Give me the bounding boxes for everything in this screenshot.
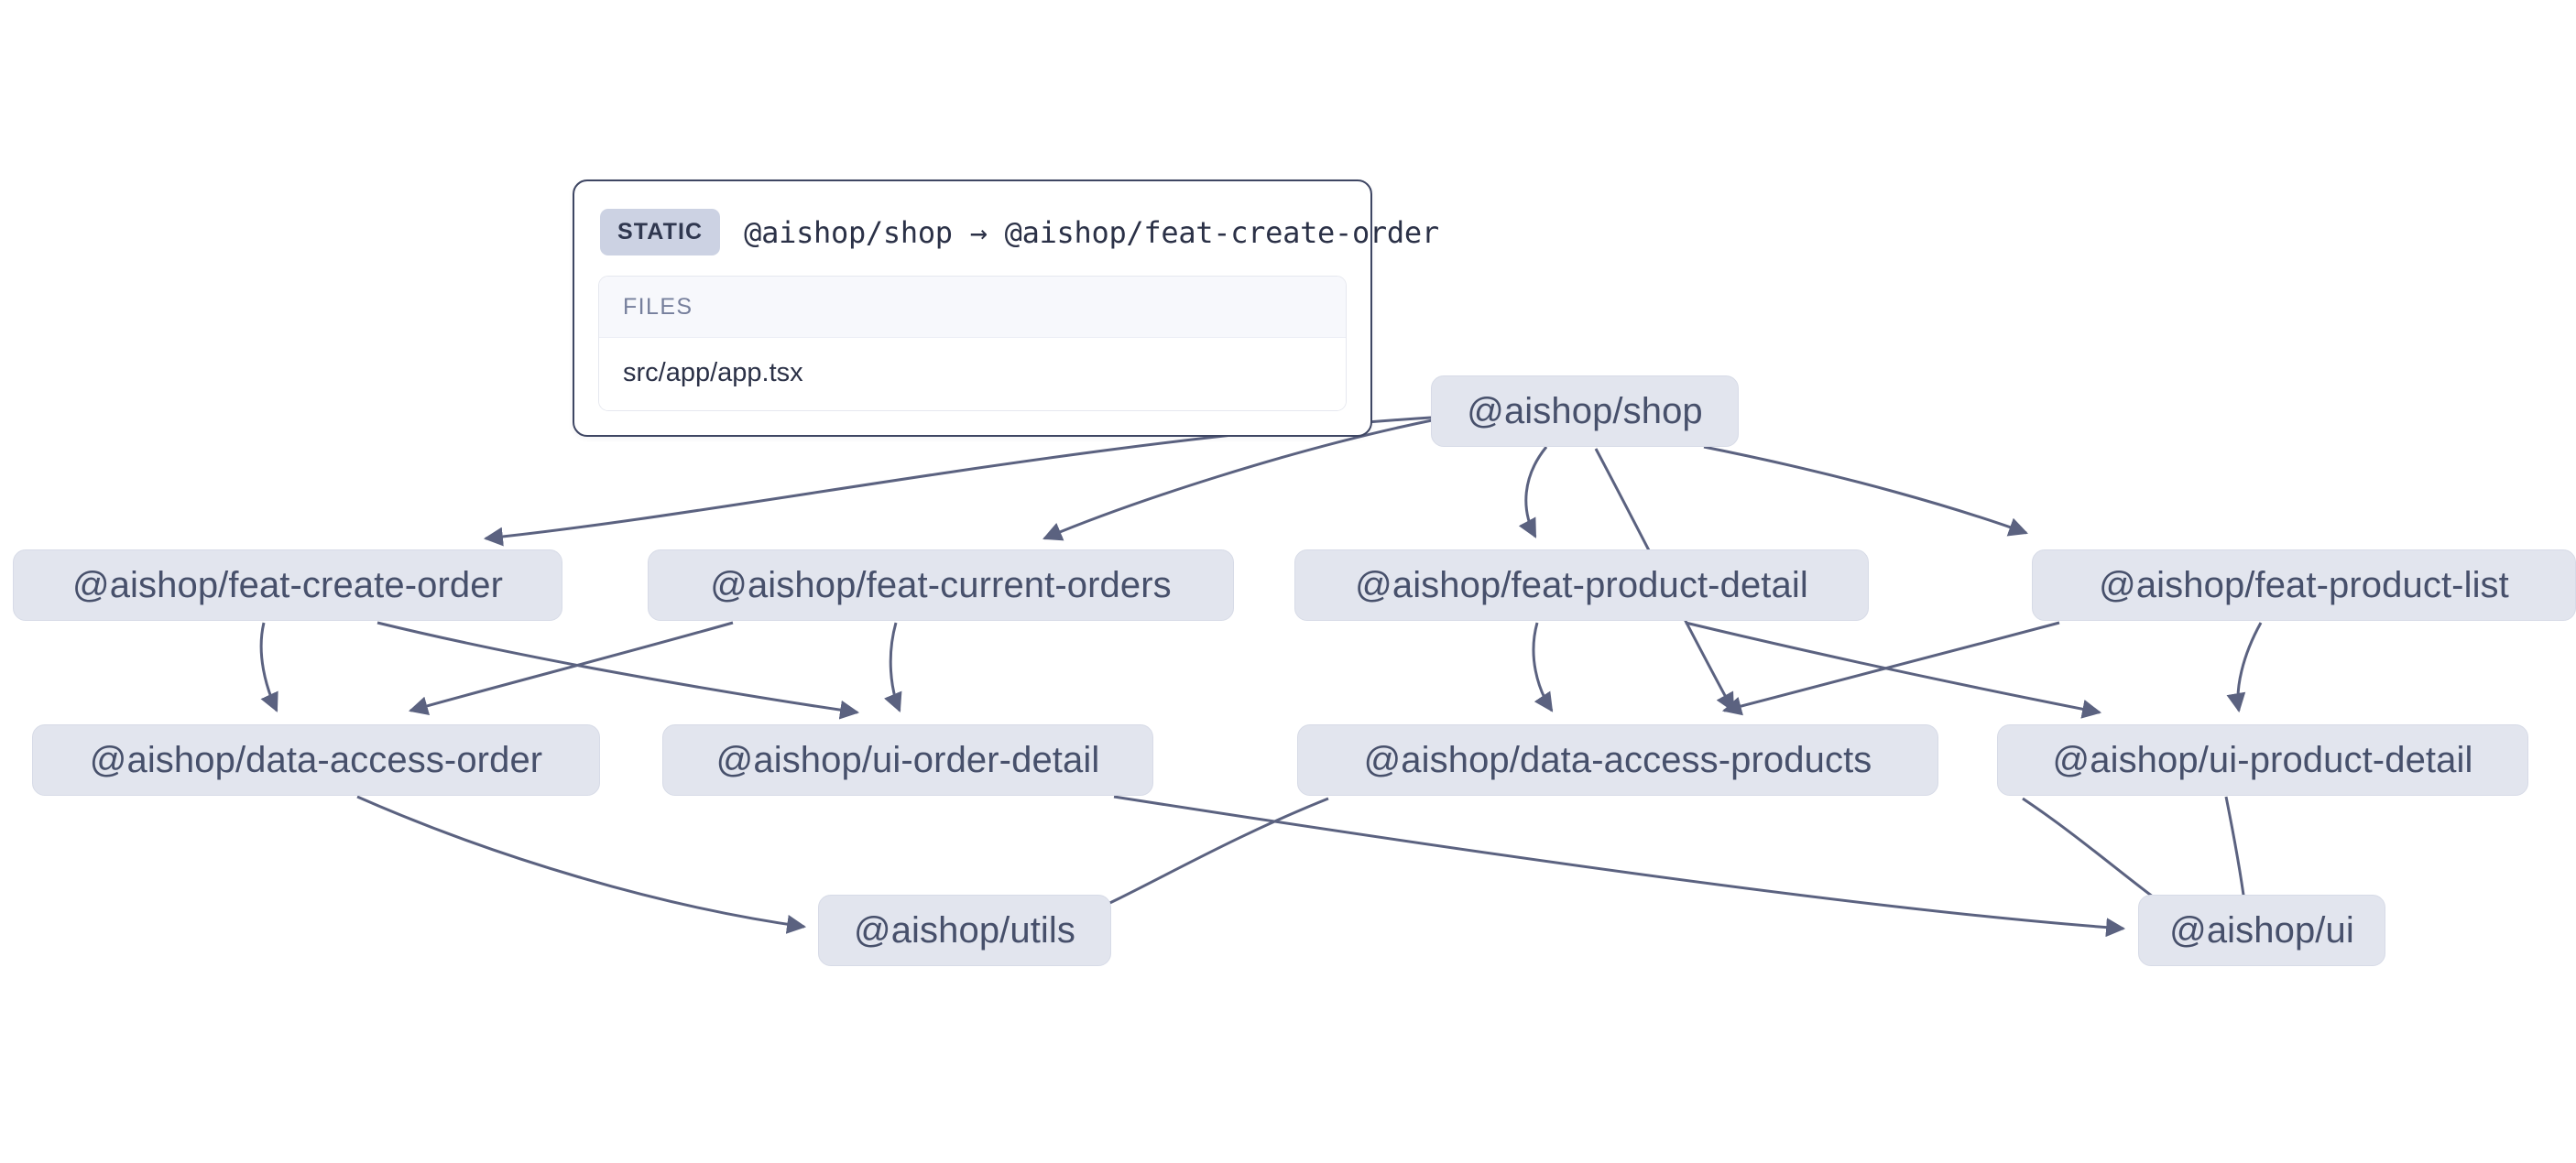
edge-data-access-products-to-utils: [1075, 797, 1329, 920]
graph-node-label: @aishop/data-access-order: [89, 740, 543, 780]
graph-node-label: @aishop/ui: [2169, 910, 2354, 951]
graph-node-label: @aishop/shop: [1467, 391, 1703, 431]
graph-node-label: @aishop/ui-product-detail: [2052, 740, 2473, 780]
graph-node-utils[interactable]: @aishop/utils: [818, 895, 1111, 966]
edge-feat-product-detail-to-ui-product-detail: [1685, 621, 2102, 719]
edge-detail-card[interactable]: STATIC @aishop/shop → @aishop/feat-creat…: [573, 179, 1439, 437]
graph-node-ui-product-detail[interactable]: @aishop/ui-product-detail: [1997, 724, 2528, 796]
graph-node-label: @aishop/data-access-products: [1363, 740, 1872, 780]
graph-node-ui[interactable]: @aishop/ui: [2138, 895, 2385, 966]
edge-feat-current-orders-to-ui-order-detail: [884, 622, 902, 712]
files-panel-header: FILES: [599, 277, 1346, 338]
edge-shop-to-feat-current-orders: [1042, 418, 1437, 541]
edge-shop-to-feat-product-list: [1703, 445, 2028, 537]
graph-node-label: @aishop/utils: [853, 910, 1076, 951]
edge-feat-create-order-to-ui-order-detail: [377, 621, 860, 720]
graph-node-label: @aishop/feat-product-list: [2099, 565, 2509, 605]
graph-node-label: @aishop/feat-create-order: [72, 565, 503, 605]
graph-node-data-access-products[interactable]: @aishop/data-access-products: [1297, 724, 1938, 796]
edge-feat-product-list-to-ui-product-detail: [2226, 622, 2263, 713]
files-list-item: src/app/app.tsx: [599, 338, 1346, 410]
edge-ui-order-detail-to-ui: [1113, 795, 2126, 938]
edge-feat-current-orders-to-data-access-order: [408, 621, 734, 715]
edge-feat-product-list-to-data-access-products: [1721, 621, 2060, 716]
graph-node-feat-create-order[interactable]: @aishop/feat-create-order: [13, 549, 562, 621]
graph-node-feat-product-detail[interactable]: @aishop/feat-product-detail: [1294, 549, 1869, 621]
files-list: src/app/app.tsx: [599, 338, 1346, 410]
graph-node-feat-current-orders[interactable]: @aishop/feat-current-orders: [648, 549, 1234, 621]
edge-data-access-order-to-utils: [356, 795, 807, 934]
edge-feat-product-detail-to-data-access-products: [1532, 622, 1554, 712]
edge-feat-create-order-to-data-access-order: [259, 622, 278, 712]
detail-card-title: @aishop/shop → @aishop/feat-create-order: [744, 214, 1439, 250]
graph-node-label: @aishop/feat-product-detail: [1355, 565, 1808, 605]
static-badge: STATIC: [600, 209, 721, 255]
graph-node-label: @aishop/feat-current-orders: [710, 565, 1172, 605]
graph-node-ui-order-detail[interactable]: @aishop/ui-order-detail: [662, 724, 1153, 796]
graph-node-shop[interactable]: @aishop/shop: [1431, 375, 1739, 447]
graph-node-data-access-order[interactable]: @aishop/data-access-order: [32, 724, 600, 796]
graph-node-feat-product-list[interactable]: @aishop/feat-product-list: [2032, 549, 2576, 621]
detail-card-header: STATIC @aishop/shop → @aishop/feat-creat…: [598, 203, 1439, 276]
files-panel: FILES src/app/app.tsx: [598, 276, 1347, 411]
graph-node-label: @aishop/ui-order-detail: [715, 740, 1100, 780]
edge-shop-to-feat-product-detail: [1518, 446, 1548, 538]
